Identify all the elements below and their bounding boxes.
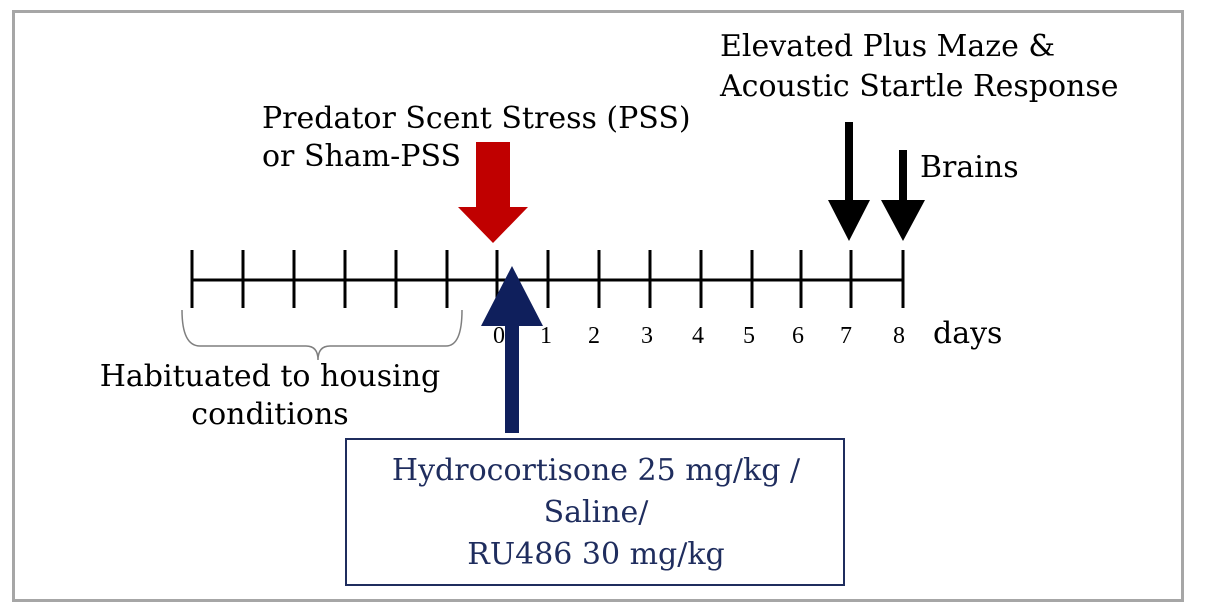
pss-arrow-icon <box>458 142 528 243</box>
treatment-box <box>345 438 845 586</box>
timeline-ticks <box>190 250 905 308</box>
day-label: 6 <box>792 323 804 349</box>
epm-label-line1: Elevated Plus Maze & <box>720 29 1055 64</box>
day-label: 8 <box>893 323 905 349</box>
habituation-label-line2: conditions <box>191 397 348 432</box>
treatment-line2: Saline/ <box>544 495 650 530</box>
day-label: 5 <box>743 323 755 349</box>
treatment-line3: RU486 30 mg/kg <box>467 537 725 572</box>
diagram-frame <box>12 10 1184 602</box>
day-label: 4 <box>692 323 704 349</box>
day-labels: 0 1 2 3 4 5 6 7 8 days <box>493 316 1002 351</box>
day-label: 7 <box>840 323 852 349</box>
habituation-label-line1: Habituated to housing <box>100 359 441 394</box>
behavior-test-arrow-icon <box>828 122 870 241</box>
day-label: 2 <box>588 323 600 349</box>
pss-label-line1: Predator Scent Stress (PSS) <box>262 101 691 136</box>
day-label: 3 <box>641 323 653 349</box>
days-unit-label: days <box>933 316 1002 351</box>
treatment-line1: Hydrocortisone 25 mg/kg / <box>392 453 801 488</box>
brains-arrow-icon <box>881 150 925 241</box>
day-label: 0 <box>493 323 505 349</box>
epm-label-line2: Acoustic Startle Response <box>719 69 1118 104</box>
brains-label: Brains <box>920 150 1019 185</box>
habituation-brace <box>181 309 463 361</box>
treatment-arrow-icon <box>481 266 543 433</box>
day-label: 1 <box>540 323 552 349</box>
pss-label-line2: or Sham-PSS <box>262 139 461 174</box>
